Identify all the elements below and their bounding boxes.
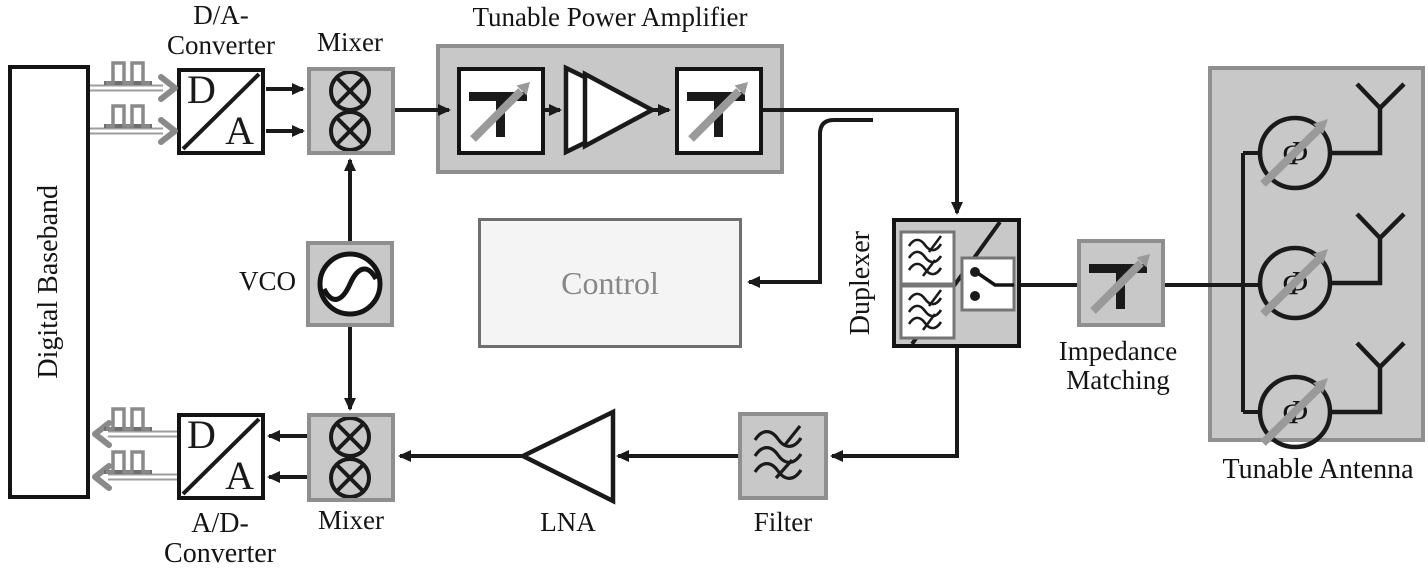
ad-converter-block: D A (177, 413, 265, 500)
wire-feedback-to-control (747, 118, 873, 288)
tx-mixer-block (307, 67, 395, 155)
amplifier-icon (582, 70, 657, 150)
digital-bus-rx-i (92, 407, 177, 448)
ad-converter-diagonal (181, 417, 261, 496)
tunable-matching-icon (1089, 254, 1150, 314)
pa-input-tunable-match-block (457, 67, 545, 155)
wire-duplexer-to-filter (830, 348, 959, 462)
vco-label: VCO (238, 266, 296, 296)
duplexer-tx-filter-icon (899, 230, 956, 286)
bus-arrow-icon (92, 463, 112, 491)
control-block: Control (478, 218, 742, 348)
digital-bus-tx-i (90, 61, 178, 102)
digital-baseband-block: Digital Baseband (8, 65, 90, 499)
switch-icon (960, 256, 1016, 312)
duplexer-block (892, 218, 1021, 348)
digital-bus-rx-q (92, 450, 177, 491)
digital-bus-tx-q (90, 104, 178, 145)
da-converter-diagonal (181, 72, 261, 151)
duplexer-internals (899, 222, 1016, 344)
wire-pa-to-duplexer (763, 108, 963, 215)
rx-mixer-block (307, 413, 395, 502)
impedance-matching-title: Impedance Matching (1058, 336, 1178, 395)
ad-digital-letter: D (187, 412, 216, 457)
ad-converter-title: A/D- Converter (164, 508, 276, 568)
tx-mixer-label: Mixer (317, 27, 383, 57)
filter-label: Filter (753, 507, 813, 537)
tunable-antenna-label: Tunable Antenna (1222, 454, 1414, 485)
phase-shifter-icon: Φ (1257, 374, 1333, 450)
tunable-matching-icon (469, 82, 530, 142)
rx-mixer-label: Mixer (318, 505, 384, 535)
mixer-icon (329, 417, 371, 498)
da-converter-block: D A (177, 68, 265, 155)
pa-output-tunable-match-block (675, 67, 763, 155)
bus-arrow-icon (92, 420, 112, 448)
vco-block (306, 241, 394, 327)
oscillator-icon (317, 251, 383, 317)
tunable-matching-icon (687, 82, 748, 142)
filter-block (738, 412, 828, 500)
phase-shifter-icon: Φ (1257, 115, 1333, 191)
duplexer-rx-filter-icon (899, 284, 956, 340)
control-label: Control (561, 264, 659, 301)
mixer-icon (329, 71, 371, 151)
lna-label: LNA (540, 507, 596, 537)
power-amplifier-title: Tunable Power Amplifier (472, 2, 748, 32)
antenna-icon (1330, 82, 1406, 156)
da-converter-title: D/A- Converter (167, 0, 275, 60)
ad-analog-letter: A (225, 453, 254, 498)
da-analog-letter: A (225, 108, 254, 153)
impedance-matching-block (1077, 239, 1165, 327)
da-digital-letter: D (187, 67, 216, 112)
antenna-icon (1330, 212, 1406, 286)
filter-icon (753, 425, 803, 480)
lna-amplifier-icon (517, 408, 616, 505)
bus-arrow-icon (158, 117, 178, 145)
bus-arrow-icon (158, 74, 178, 102)
antenna-icon (1330, 341, 1406, 415)
phase-shifter-icon: Φ (1257, 245, 1333, 321)
